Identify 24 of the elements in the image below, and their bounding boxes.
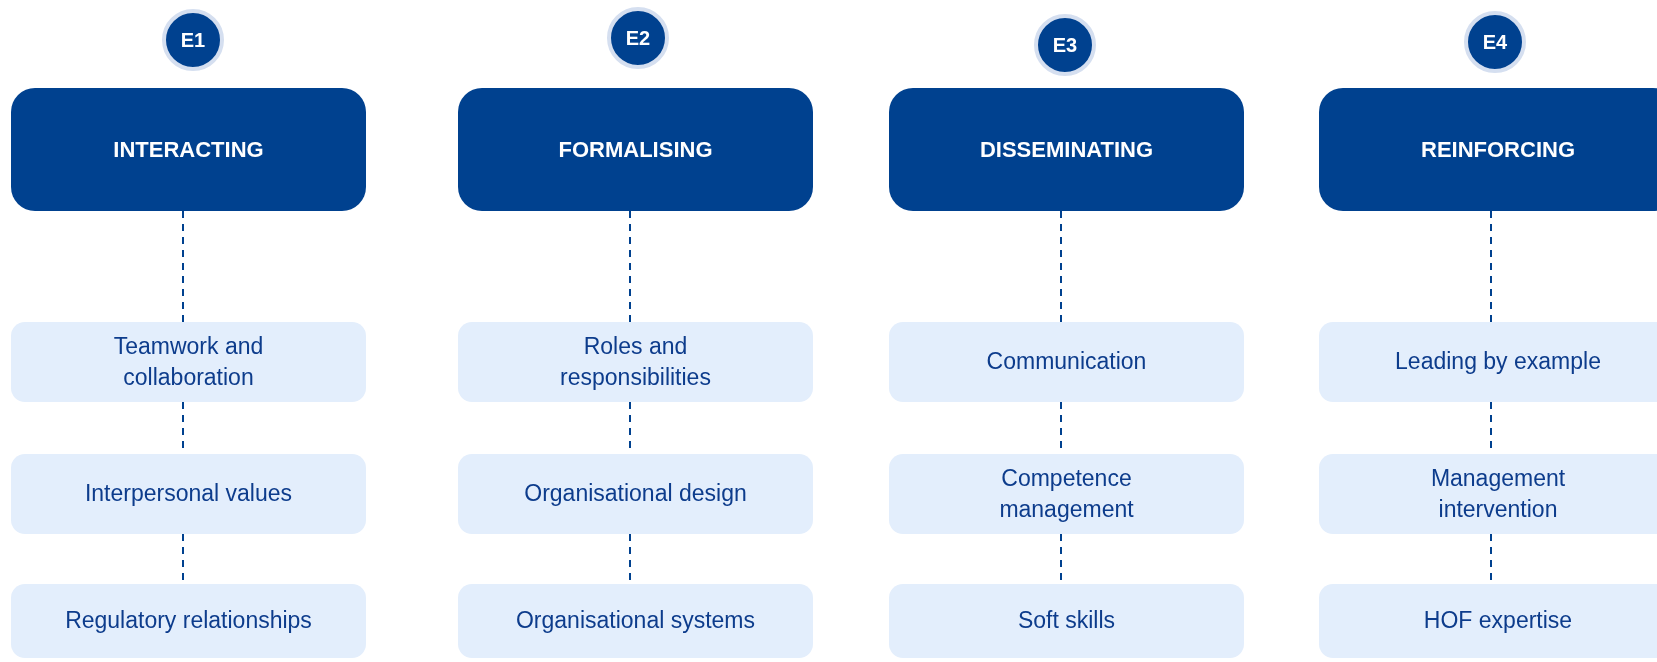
- item-box: Regulatory relationships: [11, 584, 366, 658]
- item-box: Teamwork and collaboration: [11, 322, 366, 402]
- item-box: Competence management: [889, 454, 1244, 534]
- item-box: Soft skills: [889, 584, 1244, 658]
- step-badge: E3: [1034, 14, 1096, 76]
- dashed-connector: [1060, 210, 1062, 323]
- step-badge: E2: [607, 7, 669, 69]
- item-box: Roles and responsibilities: [458, 322, 813, 402]
- item-box: Organisational systems: [458, 584, 813, 658]
- step-badge: E1: [162, 9, 224, 71]
- item-box: Organisational design: [458, 454, 813, 534]
- category-header: REINFORCING: [1319, 88, 1657, 211]
- item-box: Interpersonal values: [11, 454, 366, 534]
- item-box: Management intervention: [1319, 454, 1657, 534]
- category-header: DISSEMINATING: [889, 88, 1244, 211]
- dashed-connector: [1490, 210, 1492, 323]
- dashed-connector: [182, 210, 184, 323]
- step-badge: E4: [1464, 11, 1526, 73]
- item-box: Leading by example: [1319, 322, 1657, 402]
- dashed-connector: [629, 210, 631, 323]
- category-header: FORMALISING: [458, 88, 813, 211]
- item-box: Communication: [889, 322, 1244, 402]
- item-box: HOF expertise: [1319, 584, 1657, 658]
- category-header: INTERACTING: [11, 88, 366, 211]
